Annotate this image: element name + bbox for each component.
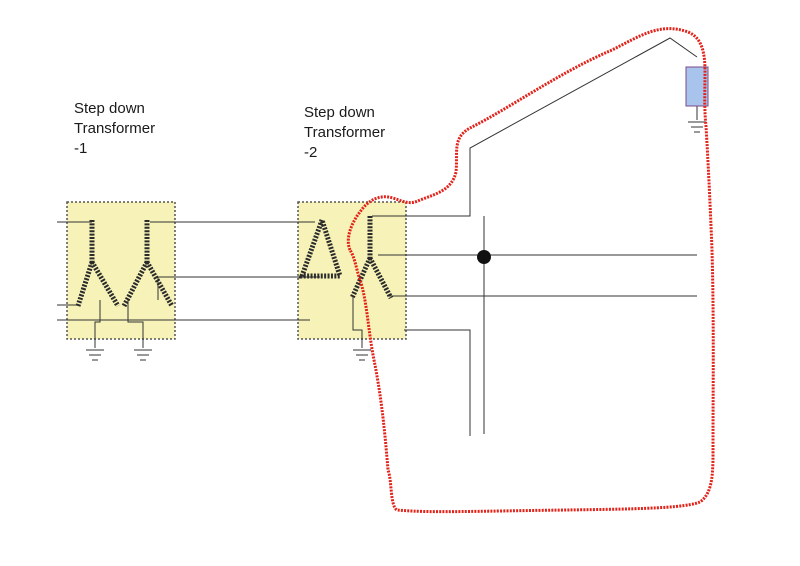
transformer-2-box — [297, 201, 407, 340]
transformer-2-label: Step down Transformer -2 — [304, 103, 385, 163]
transformer-2-label-line2: Transformer — [304, 124, 386, 141]
ground-icon-t2 — [353, 349, 371, 361]
transformer-1-label-line2: Transformer — [74, 120, 156, 137]
transformer-1-label-line3: -1 — [74, 140, 88, 157]
wye-winding-t1-primary — [75, 220, 121, 308]
wye-winding-t2-secondary — [349, 216, 394, 300]
wires — [57, 37, 698, 436]
transformer-2-label-line1: Step down — [304, 104, 375, 121]
t2-neutral-drop — [352, 296, 363, 348]
ground-icon-load — [688, 121, 706, 133]
junction-dot — [477, 250, 491, 264]
ground-icon-t1-b — [134, 349, 152, 361]
t2-secondary-wire-top — [372, 37, 698, 217]
t1-ground-drop-2 — [127, 300, 144, 348]
fault-current-path — [346, 27, 715, 514]
branch-down — [404, 329, 471, 436]
transformer-2-label-line3: -2 — [304, 144, 318, 161]
windings — [75, 212, 394, 308]
t1-t2-wire-mid — [157, 276, 320, 300]
ground-symbols — [86, 121, 706, 361]
delta-winding-t2-primary — [298, 212, 344, 279]
wye-winding-t2-secondary-t1 — [121, 220, 175, 308]
transformer-1-box — [66, 201, 176, 340]
transformer-1-label-line1: Step down — [74, 100, 145, 117]
load-box — [685, 66, 709, 107]
ground-icon-t1-a — [86, 349, 104, 361]
transformer-1-label: Step down Transformer -1 — [74, 99, 155, 159]
t1-ground-drop-1 — [94, 300, 101, 348]
